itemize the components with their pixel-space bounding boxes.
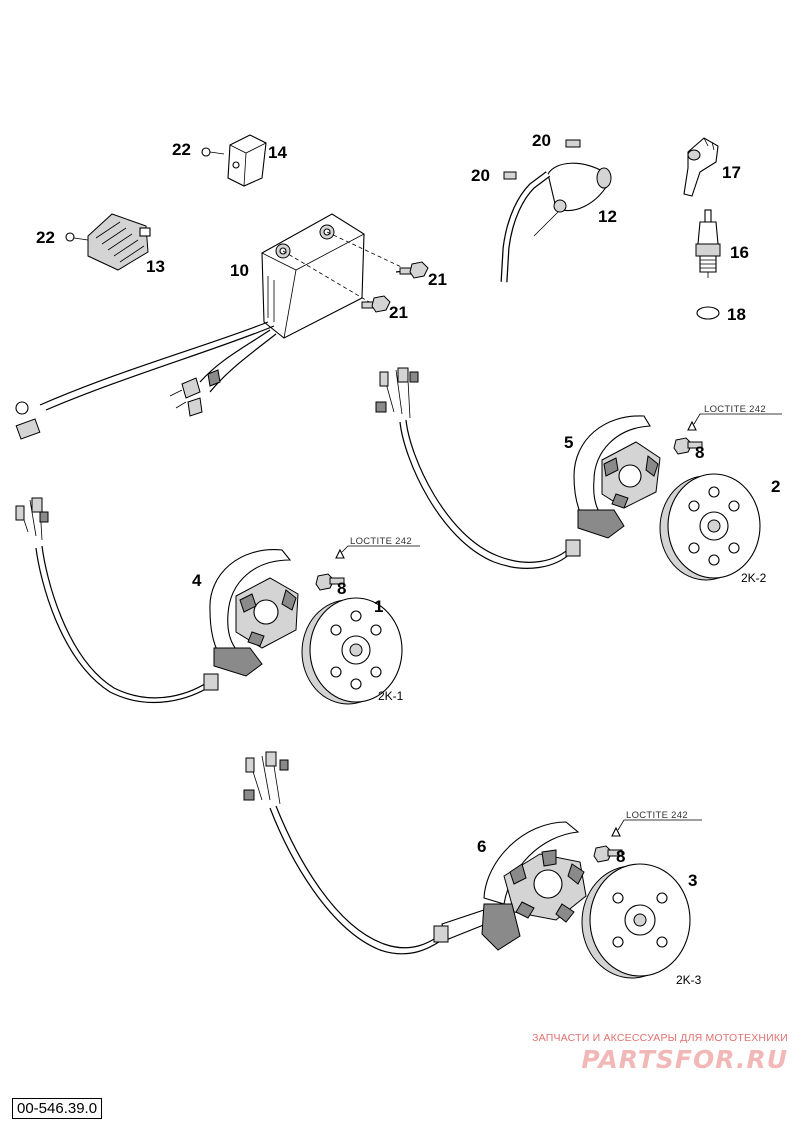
callout-17: 17 — [722, 163, 741, 182]
spark-plug-part — [695, 209, 721, 278]
ignition-coil-part — [500, 139, 612, 283]
callout-10: 10 — [230, 261, 249, 280]
callout-22-upper: 22 — [172, 140, 191, 159]
callout-21-lower: 21 — [389, 303, 408, 322]
callout-13: 13 — [146, 257, 165, 276]
kit-label-2k3: 2K-3 — [676, 973, 702, 987]
callout-3: 3 — [688, 871, 697, 890]
stator-kit-2k3 — [243, 751, 702, 979]
voltage-regulator-part — [65, 213, 151, 271]
callout-16: 16 — [730, 243, 749, 262]
stator-kit-2k1 — [15, 497, 420, 705]
stator-kit-2k2 — [375, 367, 782, 581]
watermark-logo: PARTSFOR.RU — [581, 1045, 788, 1074]
watermark: ЗАПЧАСТИ И АКСЕССУАРЫ ДЛЯ МОТОТЕХНИКИ PA… — [488, 1032, 788, 1074]
spark-plug-cap-part — [683, 137, 719, 197]
callout-1: 1 — [374, 597, 383, 616]
o-ring-part — [696, 306, 720, 320]
callout-8-kit3: 8 — [616, 847, 625, 866]
loctite-note-kit1: LOCTITE 242 — [350, 536, 412, 547]
callout-4: 4 — [192, 571, 202, 590]
loctite-note-kit2: LOCTITE 242 — [704, 404, 766, 415]
kit-label-2k2: 2K-2 — [741, 571, 767, 585]
watermark-tagline: ЗАПЧАСТИ И АКСЕССУАРЫ ДЛЯ МОТОТЕХНИКИ — [532, 1032, 788, 1044]
callout-8-kit2: 8 — [695, 443, 704, 462]
callout-14: 14 — [268, 143, 287, 162]
callout-22-lower: 22 — [36, 228, 55, 247]
kit-label-2k1: 2K-1 — [378, 689, 404, 703]
callout-6: 6 — [477, 837, 486, 856]
cdi-unit-part — [15, 213, 413, 440]
bolt-21-lower — [361, 295, 391, 313]
callout-2: 2 — [771, 477, 780, 496]
loctite-note-kit3: LOCTITE 242 — [626, 810, 688, 821]
drawing-number: 00-546.39.0 — [12, 1098, 103, 1119]
relay-part — [201, 134, 267, 187]
callout-5: 5 — [564, 433, 573, 452]
callout-20-upper: 20 — [532, 131, 551, 150]
callout-8-kit1: 8 — [337, 579, 346, 598]
bolt-21-upper — [395, 261, 429, 279]
callout-20-lower: 20 — [471, 166, 490, 185]
callout-21-upper: 21 — [428, 270, 447, 289]
callout-12: 12 — [598, 207, 617, 226]
callout-18: 18 — [727, 305, 746, 324]
